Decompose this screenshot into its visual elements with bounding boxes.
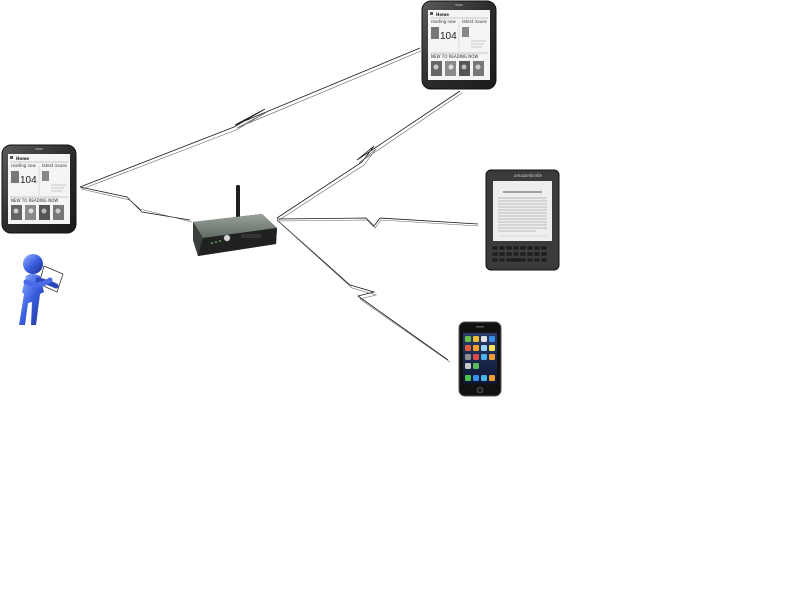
nook-left-count: 104 — [20, 175, 37, 186]
nook-ereader-icon — [1, 144, 77, 234]
person-reading-icon — [19, 254, 64, 325]
iphone[interactable] — [458, 321, 502, 397]
kindle-ereader-icon — [485, 169, 560, 271]
link-nook-left-nook-top-shadow — [81, 50, 422, 190]
nook-top-new-label: NEW TO READING NOW — [431, 54, 478, 59]
kindle-brand-label: amazonkindle — [514, 173, 542, 178]
wireless-router-icon — [193, 185, 277, 256]
link-router-iphone-shadow — [278, 221, 451, 363]
link-router-kindle — [276, 217, 479, 227]
link-router-iphone — [276, 219, 449, 361]
nook-top-screen-title: Home — [436, 12, 449, 17]
link-router-kindle-shadow — [278, 219, 480, 229]
nook-left-latest-issues: latest issues — [42, 163, 67, 168]
nook-ereader-icon — [421, 0, 497, 90]
nook-top[interactable]: Home reading now latest issues 104 NEW T… — [421, 0, 497, 90]
link-router-nook-top-shadow — [278, 92, 463, 221]
nook-left-new-label: NEW TO READING NOW — [11, 198, 58, 203]
nook-top-reading-now: reading now — [431, 19, 456, 24]
nook-left-screen-title: Home — [16, 156, 29, 161]
user[interactable] — [19, 254, 64, 325]
kindle[interactable]: amazonkindle — [485, 169, 560, 271]
nook-top-count: 104 — [440, 31, 457, 42]
link-nook-left-nook-top — [79, 47, 421, 188]
wireless-router[interactable] — [193, 185, 277, 256]
nook-left-reading-now: reading now — [11, 163, 36, 168]
link-router-nook-top — [276, 90, 461, 219]
smartphone-icon — [458, 321, 502, 397]
nook-left[interactable]: Home reading now latest issues 104 NEW T… — [1, 144, 77, 234]
nook-top-latest-issues: latest issues — [462, 19, 487, 24]
wireless-links — [79, 47, 480, 363]
link-router-nook-left — [79, 186, 191, 221]
link-router-nook-left-shadow — [80, 188, 193, 223]
